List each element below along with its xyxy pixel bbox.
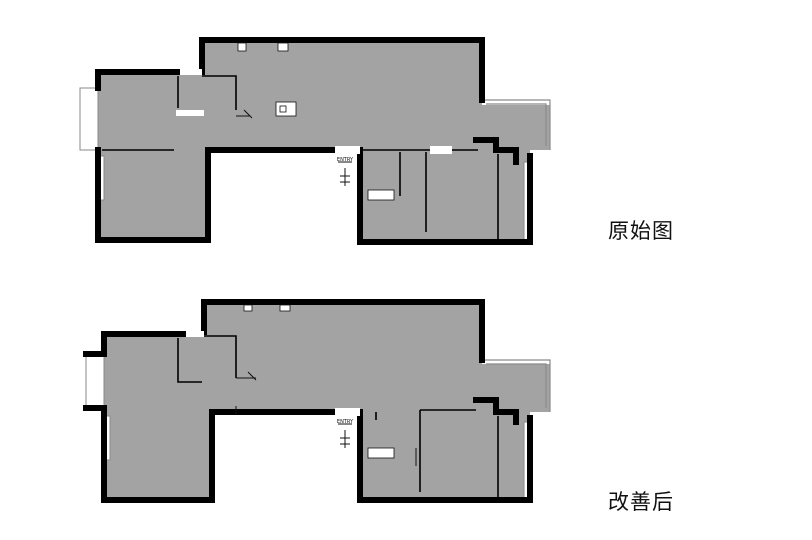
window-left-bay: [85, 353, 105, 409]
opening-top-left: [186, 331, 204, 337]
window-right-bay: [482, 99, 551, 150]
entry-label: ENTRY: [337, 157, 354, 163]
entry-door-gap: [335, 146, 360, 154]
entry-label: ENTRY: [337, 419, 354, 425]
original-floor-plan: ENTRY: [79, 37, 551, 245]
entry-door-gap: [335, 408, 360, 416]
toilet-bowl: [279, 105, 287, 113]
entry-marker: ENTRY: [337, 157, 354, 186]
original-plan-caption: 原始图: [608, 219, 674, 243]
washbasin: [236, 371, 257, 381]
window-left-bay: [79, 87, 99, 151]
window-right-bay: [482, 359, 551, 412]
opening-bathroom: [176, 110, 204, 116]
interior-wall: [177, 335, 499, 498]
opening-top-left: [180, 69, 202, 75]
kitchen-sink: [243, 304, 253, 312]
floor-area: [80, 40, 550, 242]
bath-fixture: [367, 447, 395, 459]
washbasin: [236, 109, 253, 119]
kitchen-stove: [277, 42, 289, 52]
entry-marker: ENTRY: [337, 419, 354, 448]
floor-area: [86, 302, 550, 500]
kitchen-stove: [279, 304, 291, 312]
exterior-wall: [83, 299, 533, 503]
bath-fixture: [367, 189, 395, 201]
improved-plan-caption: 改善后: [608, 490, 674, 514]
opening-bedroom-right: [430, 146, 452, 154]
improved-floor-plan: ENTRY: [83, 299, 551, 503]
kitchen-sink: [237, 42, 247, 52]
